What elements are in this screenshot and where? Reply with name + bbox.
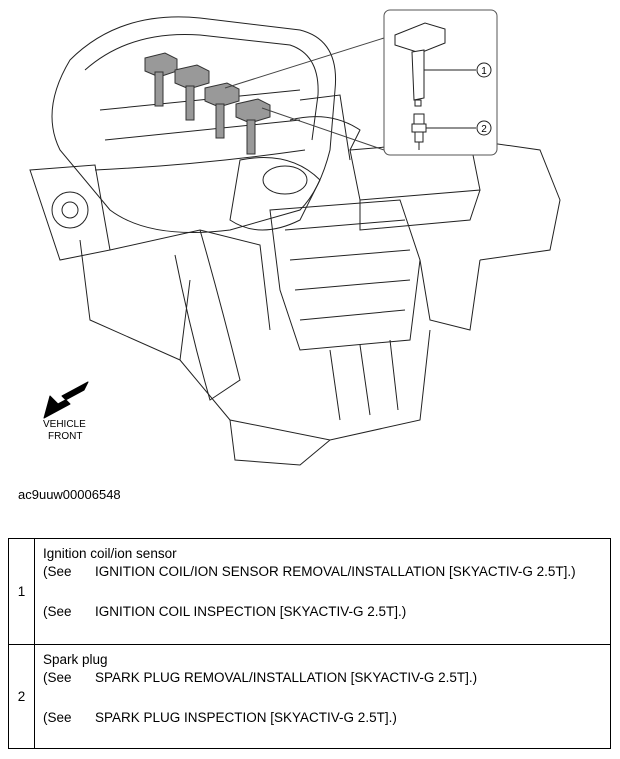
front-label: FRONT <box>48 431 82 442</box>
reference-link[interactable]: SPARK PLUG INSPECTION [SKYACTIV-G 2.5T].… <box>95 710 397 725</box>
see-label: (See <box>43 670 72 685</box>
table-row: 1 Ignition coil/ion sensor (See IGNITION… <box>8 538 611 645</box>
vehicle-front-indicator: VEHICLE FRONT <box>43 381 89 442</box>
reference: (See SPARK PLUG INSPECTION [SKYACTIV-G 2… <box>43 709 602 727</box>
ignition-coils <box>144 52 271 155</box>
reference: (See SPARK PLUG REMOVAL/INSTALLATION [SK… <box>43 669 602 687</box>
part-number: 2 <box>8 644 35 749</box>
see-label: (See <box>43 710 72 725</box>
reference: (See IGNITION COIL/ION SENSOR REMOVAL/IN… <box>43 563 602 581</box>
spark-plug-detail <box>411 113 427 150</box>
callout-2-circle <box>476 120 492 136</box>
detail-box: 1 2 <box>383 9 498 156</box>
vehicle-label: VEHICLE <box>43 419 86 430</box>
detail-leader-lines <box>224 37 385 151</box>
part-name: Spark plug <box>43 652 108 667</box>
table-row: 2 Spark plug (See SPARK PLUG REMOVAL/INS… <box>8 644 611 749</box>
parts-table: 1 Ignition coil/ion sensor (See IGNITION… <box>8 538 611 749</box>
part-number: 1 <box>8 538 35 645</box>
engine-drawing <box>29 16 561 466</box>
see-label: (See <box>43 564 72 579</box>
reference-link[interactable]: IGNITION COIL INSPECTION [SKYACTIV-G 2.5… <box>95 604 407 619</box>
callout-1-circle <box>476 62 492 78</box>
callout-1-number: 1 <box>481 66 487 77</box>
reference-link[interactable]: SPARK PLUG REMOVAL/INSTALLATION [SKYACTI… <box>95 670 478 685</box>
figure-id: ac9uuw00006548 <box>18 487 121 502</box>
engine-illustration: 1 2 VEHICLE FRONT <box>29 9 561 466</box>
ignition-coil-detail <box>394 22 446 107</box>
reference-link[interactable]: IGNITION COIL/ION SENSOR REMOVAL/INSTALL… <box>95 564 576 579</box>
see-label: (See <box>43 604 72 619</box>
part-name: Ignition coil/ion sensor <box>43 546 177 561</box>
arrow-down-left-icon <box>43 381 89 419</box>
callout-2-number: 2 <box>481 124 487 135</box>
part-description: Ignition coil/ion sensor (See IGNITION C… <box>34 538 611 645</box>
reference: (See IGNITION COIL INSPECTION [SKYACTIV-… <box>43 603 602 621</box>
part-description: Spark plug (See SPARK PLUG REMOVAL/INSTA… <box>34 644 611 749</box>
